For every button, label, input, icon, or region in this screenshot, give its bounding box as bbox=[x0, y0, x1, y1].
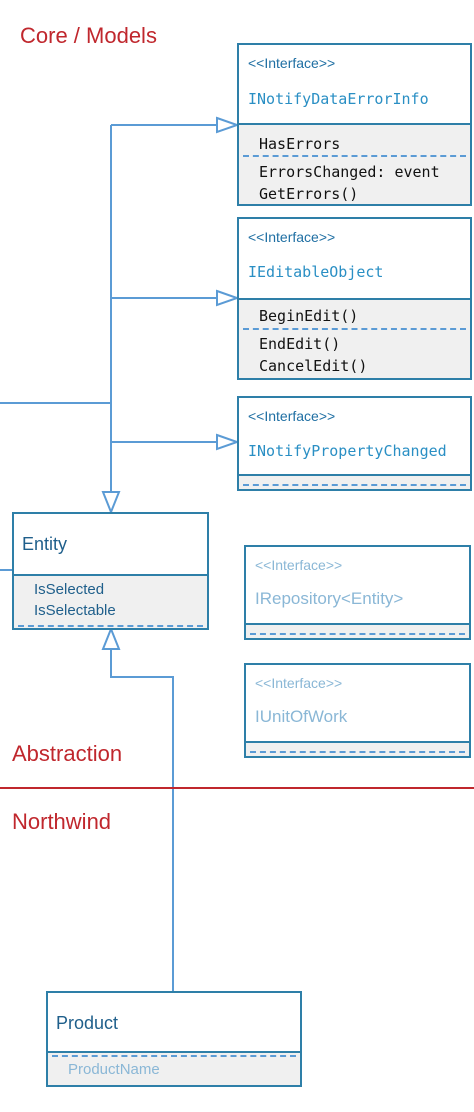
member-geterrors: GetErrors() bbox=[259, 185, 359, 203]
member-isselected: IsSelected bbox=[34, 581, 105, 598]
class-name: Product bbox=[56, 1013, 119, 1033]
interface-name: INotifyPropertyChanged bbox=[248, 442, 447, 460]
class-product[interactable]: Product ProductName bbox=[46, 991, 302, 1087]
stereotype-label: <<Interface>> bbox=[248, 229, 336, 245]
interface-inotifydataerrorinfo[interactable]: <<Interface>> INotifyDataErrorInfo HasEr… bbox=[237, 43, 472, 206]
section-label-abstraction: Abstraction bbox=[12, 741, 123, 766]
arrowhead-inotifydataerrorinfo bbox=[216, 116, 241, 134]
stereotype-label: <<Interface>> bbox=[255, 557, 343, 573]
interface-name: IEditableObject bbox=[248, 263, 384, 281]
connector-product-to-entity bbox=[110, 646, 174, 992]
section-label-core-models: Core / Models bbox=[20, 23, 157, 48]
arrowhead-entity-bottom bbox=[101, 626, 121, 650]
interface-name: INotifyDataErrorInfo bbox=[248, 90, 429, 108]
arrowhead-inotifypropertychanged bbox=[216, 433, 241, 451]
member-beginedit: BeginEdit() bbox=[259, 307, 359, 325]
member-separator bbox=[243, 155, 466, 157]
member-haserrors: HasErrors bbox=[259, 135, 341, 153]
member-separator bbox=[243, 328, 466, 330]
interface-iunitofwork[interactable]: <<Interface>> IUnitOfWork bbox=[244, 663, 471, 758]
member-productname: ProductName bbox=[68, 1061, 160, 1078]
section-label-northwind: Northwind bbox=[12, 809, 112, 834]
interface-inotifypropertychanged[interactable]: <<Interface>> INotifyPropertyChanged bbox=[237, 396, 472, 491]
interface-name: IRepository<Entity> bbox=[255, 589, 404, 608]
class-entity[interactable]: Entity IsSelected IsSelectable bbox=[12, 512, 209, 630]
stereotype-label: <<Interface>> bbox=[255, 675, 343, 691]
member-separator bbox=[52, 1055, 296, 1057]
realization-connectors bbox=[0, 116, 241, 992]
arrowhead-entity-top bbox=[101, 491, 121, 515]
stereotype-label: <<Interface>> bbox=[248, 408, 336, 424]
member-endedit: EndEdit() bbox=[259, 335, 341, 353]
member-separator bbox=[250, 633, 465, 635]
interface-ieditableobject[interactable]: <<Interface>> IEditableObject BeginEdit(… bbox=[237, 217, 472, 380]
member-isselectable: IsSelectable bbox=[34, 602, 116, 619]
member-errorschanged: ErrorsChanged: event bbox=[259, 163, 440, 181]
member-separator bbox=[243, 484, 466, 486]
interface-name: IUnitOfWork bbox=[255, 707, 348, 726]
member-separator bbox=[250, 751, 465, 753]
class-name: Entity bbox=[22, 534, 68, 554]
interface-irepository[interactable]: <<Interface>> IRepository<Entity> bbox=[244, 545, 471, 640]
arrowhead-ieditableobject bbox=[216, 289, 241, 307]
member-canceledit: CancelEdit() bbox=[259, 357, 368, 375]
member-separator bbox=[18, 625, 203, 627]
stereotype-label: <<Interface>> bbox=[248, 55, 336, 71]
